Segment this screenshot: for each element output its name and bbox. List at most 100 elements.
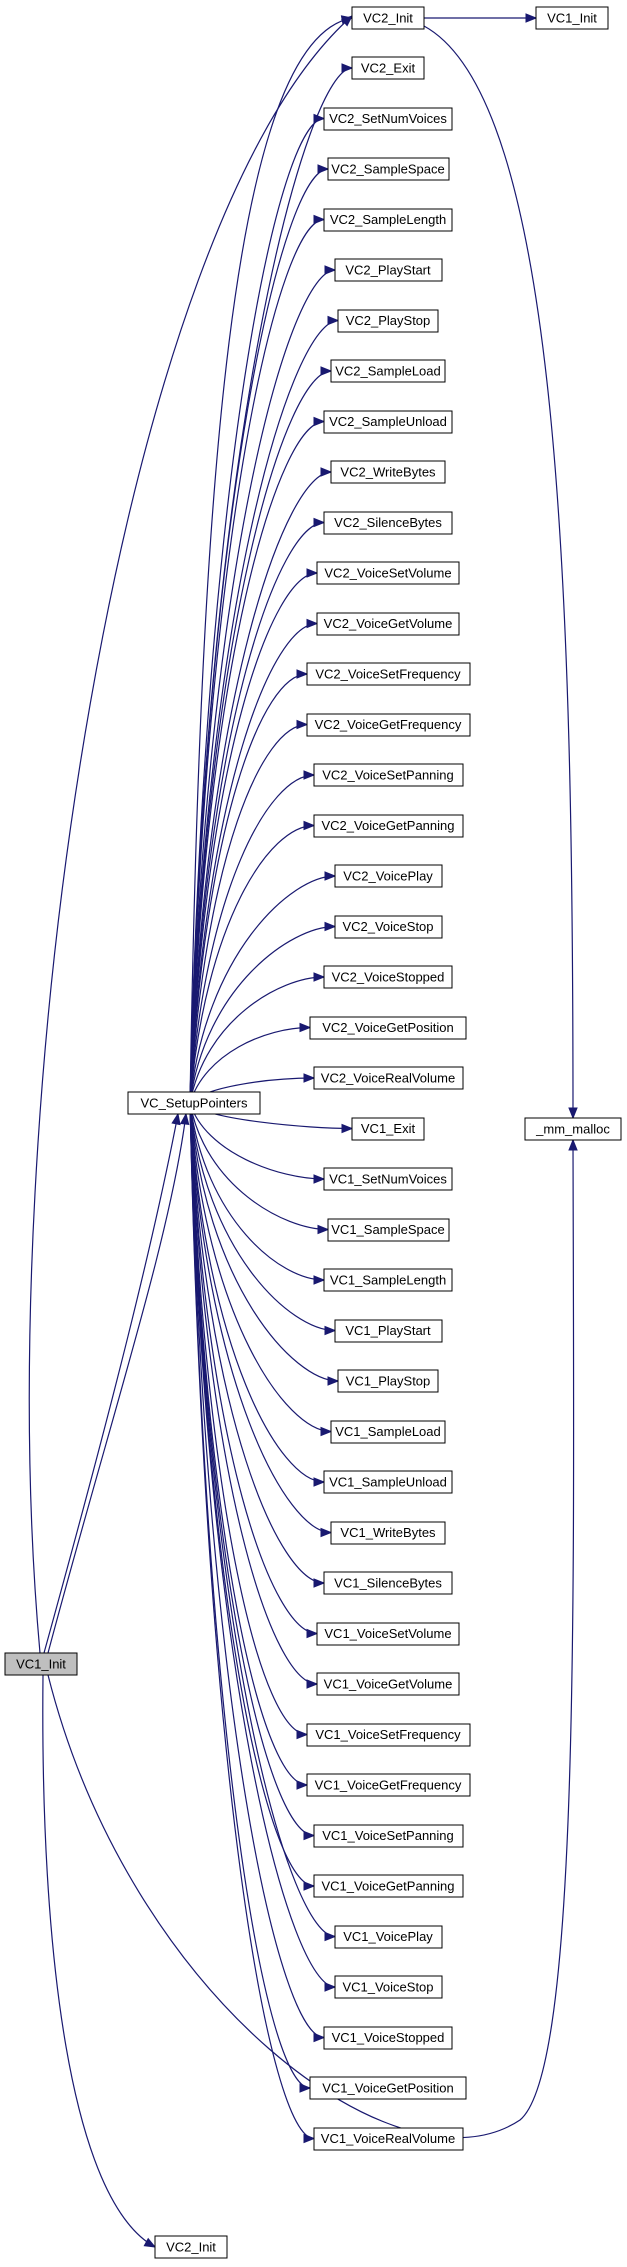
node-vc1-voicesetpanning[interactable]: VC1_VoiceSetPanning [313,1824,464,1848]
node-vc1-voicegetfrequency[interactable]: VC1_VoiceGetFrequency [306,1773,471,1797]
node-vc2-writebytes[interactable]: VC2_WriteBytes [330,460,446,484]
node-vc2-voicesetvolume[interactable]: VC2_VoiceSetVolume [316,561,460,585]
node-vc1-voicesetfrequency[interactable]: VC1_VoiceSetFrequency [306,1723,471,1747]
edge-setup-to-vc2-voicegetfrequency-arrowhead [296,719,309,730]
svg-text:VC2_SetNumVoices: VC2_SetNumVoices [329,111,447,126]
svg-text:VC1_VoiceGetVolume: VC1_VoiceGetVolume [324,1677,453,1692]
node-vc1-voicerealvolume[interactable]: VC1_VoiceRealVolume [313,2127,464,2151]
svg-text:VC2_SampleSpace: VC2_SampleSpace [331,162,444,177]
edge-setup-to-vc1-silencebytes-arrowhead [313,1578,326,1588]
node-vc1-samplelength[interactable]: VC1_SampleLength [323,1268,453,1292]
node-vc2-voicesetpanning[interactable]: VC2_VoiceSetPanning [313,763,464,787]
node-vc1-samplespace[interactable]: VC1_SampleSpace [327,1218,450,1242]
edge-setup-to-vc1-sampleload [189,1102,332,1433]
svg-text:VC2_PlayStop: VC2_PlayStop [346,313,431,328]
node-vc2-sampleunload[interactable]: VC2_SampleUnload [323,410,453,434]
node-vc1-writebytes[interactable]: VC1_WriteBytes [330,1521,446,1545]
call-graph-nodes: VC1_Init VC_SetupPointers _mm_malloc VC2… [4,6,622,2259]
edge-setup-to-vc2-voiceplay-arrowhead [324,871,337,881]
svg-text:VC2_VoiceRealVolume: VC2_VoiceRealVolume [321,1071,455,1086]
edge-setup-to-vc1-voicegetposition-arrowhead [299,2083,312,2093]
svg-text:VC1_VoiceGetPanning: VC1_VoiceGetPanning [322,1879,455,1894]
edge-setup-to-vc1-sampleunload [189,1102,325,1483]
node-vc2-init-bottom[interactable]: VC2_Init [154,2235,228,2259]
svg-text:VC1_SetNumVoices: VC1_SetNumVoices [329,1172,447,1187]
node-vc2-voicegetposition[interactable]: VC2_VoiceGetPosition [309,1016,467,1040]
edge-setup-to-vc2-voicestop-arrowhead [324,921,337,932]
edge-setup-to-vc1-voicestop-arrowhead [324,1982,337,1992]
svg-text:VC2_Exit: VC2_Exit [361,61,416,76]
node-vc2-samplespace[interactable]: VC2_SampleSpace [327,157,450,181]
svg-text:VC2_VoiceStopped: VC2_VoiceStopped [332,970,445,985]
node-vc1-sampleunload[interactable]: VC1_SampleUnload [323,1470,453,1494]
node-vc1-voicestopped[interactable]: VC1_VoiceStopped [323,2026,453,2050]
node-vc2-voicesetfrequency[interactable]: VC2_VoiceSetFrequency [306,662,471,686]
node-vc2-voicestopped[interactable]: VC2_VoiceStopped [323,965,453,989]
edge-setup-to-vc2-voiceplay [189,875,336,1104]
node-vc1-playstop[interactable]: VC1_PlayStop [337,1369,439,1393]
node-mm-malloc[interactable]: _mm_malloc [524,1117,622,1141]
edge-setup-to-vc2-voicesetfrequency-arrowhead [296,669,309,679]
svg-text:VC2_VoiceGetPanning: VC2_VoiceGetPanning [322,818,455,833]
node-vc1-voicesetvolume[interactable]: VC1_VoiceSetVolume [316,1622,460,1646]
edge-setup-to-vc2-samplespace-arrowhead [317,164,330,174]
node-vc2-exit[interactable]: VC2_Exit [351,56,425,80]
edge-setup-to-vc1-voicestop [189,1102,336,1988]
edge-setup-to-vc2-voicegetvolume-arrowhead [306,618,319,629]
node-vc1-exit[interactable]: VC1_Exit [351,1117,425,1141]
edge-setup-to-vc1-samplespace-arrowhead [317,1224,330,1235]
node-vc1-sampleload[interactable]: VC1_SampleLoad [330,1420,446,1444]
node-vc1-init-root[interactable]: VC1_Init [4,1652,78,1676]
node-vc1-voicegetpanning[interactable]: VC1_VoiceGetPanning [313,1874,464,1898]
edge-setup-to-vc1-playstart [189,1102,336,1332]
node-vc2-samplelength[interactable]: VC2_SampleLength [323,208,453,232]
node-vc1-voicestop[interactable]: VC1_VoiceStop [334,1975,443,1999]
edge-setup-to-vc2-voicegetposition-arrowhead [299,1022,312,1033]
node-vc2-voicegetfrequency[interactable]: VC2_VoiceGetFrequency [306,713,471,737]
node-vc2-voicegetvolume[interactable]: VC2_VoiceGetVolume [316,612,460,636]
edge-setup-to-vc1-exit-arrowhead [341,1123,354,1134]
edge-root-to-vc2-init-top [28,15,353,1654]
node-vc2-playstop[interactable]: VC2_PlayStop [337,309,439,333]
edge-setup-to-vc1-voicestopped-arrowhead [313,2032,326,2043]
node-vc2-setnumvoices[interactable]: VC2_SetNumVoices [323,107,453,131]
node-vc2-init-top[interactable]: VC2_Init [351,6,425,30]
node-vc2-voicegetpanning[interactable]: VC2_VoiceGetPanning [313,814,464,838]
node-vc1-voicegetvolume[interactable]: VC1_VoiceGetVolume [316,1672,460,1696]
node-vc2-voicerealvolume[interactable]: VC2_VoiceRealVolume [313,1066,464,1090]
svg-text:VC1_VoiceGetPosition: VC1_VoiceGetPosition [322,2081,454,2096]
node-vc1-playstart[interactable]: VC1_PlayStart [334,1319,443,1343]
edge-setup-to-vc2-voicesetvolume [189,572,318,1104]
edge-setup-to-vc1-playstart-arrowhead [324,1325,337,1336]
node-vc1-silencebytes[interactable]: VC1_SilenceBytes [323,1571,453,1595]
edge-setup-to-vc2-samplelength [189,218,325,1104]
svg-text:VC1_Exit: VC1_Exit [361,1121,416,1136]
edge-setup-to-vc1-voicesetfrequency-arrowhead [296,1729,309,1740]
node-vc1-init-right[interactable]: VC1_Init [535,6,609,30]
svg-text:VC1_VoiceStop: VC1_VoiceStop [342,1980,433,1995]
node-vc1-voicegetposition[interactable]: VC1_VoiceGetPosition [309,2076,467,2100]
node-vc1-voiceplay[interactable]: VC1_VoicePlay [334,1925,443,1949]
edge-setup-to-vc1-playstop-arrowhead [327,1376,340,1386]
node-vc2-voiceplay[interactable]: VC2_VoicePlay [334,864,443,888]
edge-setup-to-vc1-sampleunload-arrowhead [313,1477,326,1487]
edge-vc2-init-to-vc1-init-arrowhead [525,13,538,23]
svg-text:VC1_WriteBytes: VC1_WriteBytes [340,1525,436,1540]
node-vc2-sampleload[interactable]: VC2_SampleLoad [330,359,446,383]
svg-text:VC2_VoiceGetFrequency: VC2_VoiceGetFrequency [315,717,462,732]
edge-setup-to-vc1-voiceplay [189,1102,336,1938]
edge-setup-to-vc2-voicegetfrequency [189,723,308,1104]
svg-text:VC2_VoiceGetVolume: VC2_VoiceGetVolume [324,616,453,631]
svg-text:VC2_SampleLength: VC2_SampleLength [330,212,446,227]
edge-setup-to-vc2-voicestop [189,925,336,1104]
node-vc1-setnumvoices[interactable]: VC1_SetNumVoices [323,1167,453,1191]
svg-text:VC1_VoiceRealVolume: VC1_VoiceRealVolume [321,2131,455,2146]
node-vc2-voicestop[interactable]: VC2_VoiceStop [334,915,443,939]
node-vc2-playstart[interactable]: VC2_PlayStart [334,258,443,282]
edge-setup-to-vc1-setnumvoices [189,1102,325,1180]
edge-root-to-vc2-init-bottom [42,1674,156,2248]
node-vc2-silencebytes[interactable]: VC2_SilenceBytes [323,511,453,535]
edge-setup-to-vc2-voicegetvolume [189,622,318,1104]
node-vc-setuppointers[interactable]: VC_SetupPointers [127,1091,261,1115]
edge-setup-to-vc2-samplelength-arrowhead [313,214,326,225]
